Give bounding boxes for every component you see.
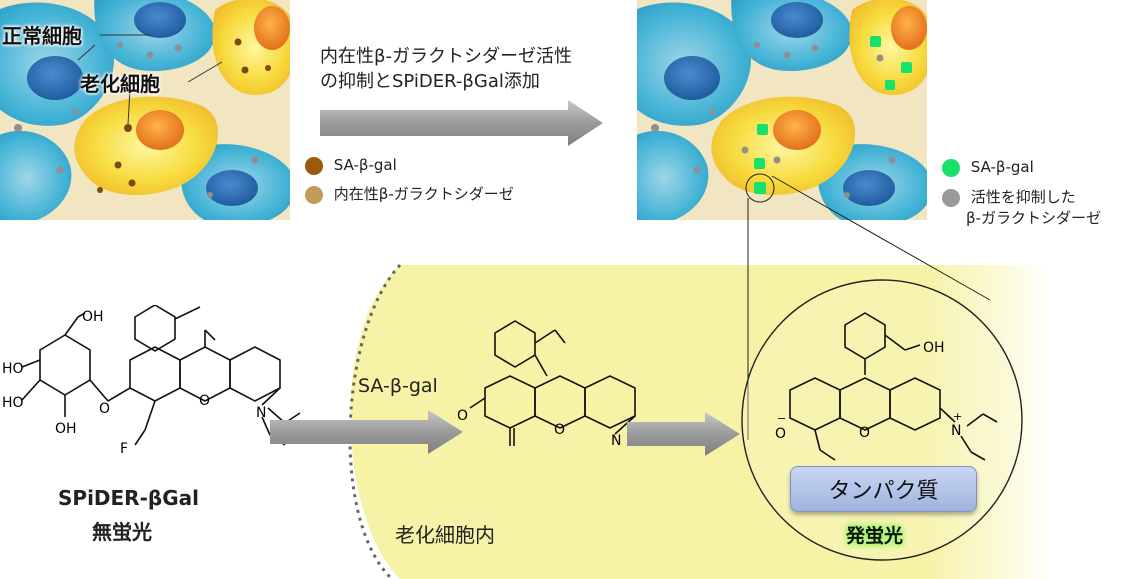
top-process-arrow [320, 100, 603, 146]
enzyme-label: SA-β-gal [358, 375, 438, 397]
legend-sa-beta-gal: SA-β-gal [305, 156, 397, 175]
legend-label: 活性を抑制した [970, 188, 1076, 206]
legend-sa-beta-gal-green: SA-β-gal [942, 158, 1034, 177]
cells-illustration-right [637, 0, 927, 220]
legend-dot-green [942, 158, 960, 177]
atom-oh-2: OH [55, 421, 77, 437]
atom-oh: OH [82, 309, 104, 325]
charge-minus: − [777, 412, 786, 425]
spider-bgal-structure: OH HO HO OH O F N O [2, 305, 301, 457]
atom-ho-1: HO [2, 361, 24, 377]
atom-oh-3: OH [923, 340, 945, 356]
legend-label: SA-β-gal [970, 158, 1034, 176]
legend-inhibited: 活性を抑制した [942, 186, 1076, 207]
protein-box: タンパク質 [790, 466, 977, 512]
legend-inhibited-line2: β-ガラクトシダーゼ [966, 209, 1101, 227]
legend-endogenous: 内在性β-ガラクトシダーゼ [305, 183, 514, 204]
legend-dot-gray [942, 188, 960, 207]
atom-n-2: N [611, 433, 621, 449]
protein-label: タンパク質 [828, 479, 939, 504]
normal-cells-image: 正常細胞 老化細胞 [0, 0, 290, 220]
region-label-inside-senescent-cell: 老化細胞内 [395, 523, 495, 547]
atom-n: N [256, 405, 266, 421]
atom-ho-2: HO [2, 395, 24, 411]
reaction-arrow-1 [270, 410, 463, 454]
legend-dot-tan [305, 185, 323, 204]
fluorescent-adduct-structure: OH O − O N + [775, 312, 998, 461]
atom-n-plus: N [951, 423, 961, 439]
atom-o-carbonyl: O [457, 408, 468, 424]
top-arrow-caption-line1: 内在性β-ガラクトシダーゼ活性 [320, 46, 572, 67]
senescent-cell-label: 老化細胞 [80, 72, 160, 96]
atom-o-glycoside: O [99, 401, 110, 417]
atom-o-xanthene: O [199, 393, 210, 409]
atom-o-ring: O [554, 422, 565, 438]
cells-illustration-left [0, 0, 290, 220]
intermediate-structure: O O N [457, 320, 636, 449]
legend-label: SA-β-gal [333, 156, 397, 174]
reaction-arrow-2 [627, 412, 740, 456]
probe-state-nonfluorescent: 無蛍光 [92, 520, 152, 544]
top-arrow-caption-line2: の抑制とSPiDER-βGal添加 [320, 71, 540, 92]
treated-cells-image [637, 0, 927, 220]
charge-plus: + [953, 410, 962, 423]
zoom-line-right [771, 175, 991, 301]
probe-name: SPiDER-βGal [58, 486, 199, 510]
fluorescent-label: 発蛍光 [846, 525, 904, 547]
legend-dot-brown [305, 156, 323, 175]
atom-o-minus: O [775, 426, 786, 442]
atom-f: F [120, 441, 128, 457]
normal-cell-label: 正常細胞 [2, 24, 82, 48]
legend-label: 内在性β-ガラクトシダーゼ [333, 185, 514, 203]
atom-o-ring-3: O [859, 425, 870, 441]
